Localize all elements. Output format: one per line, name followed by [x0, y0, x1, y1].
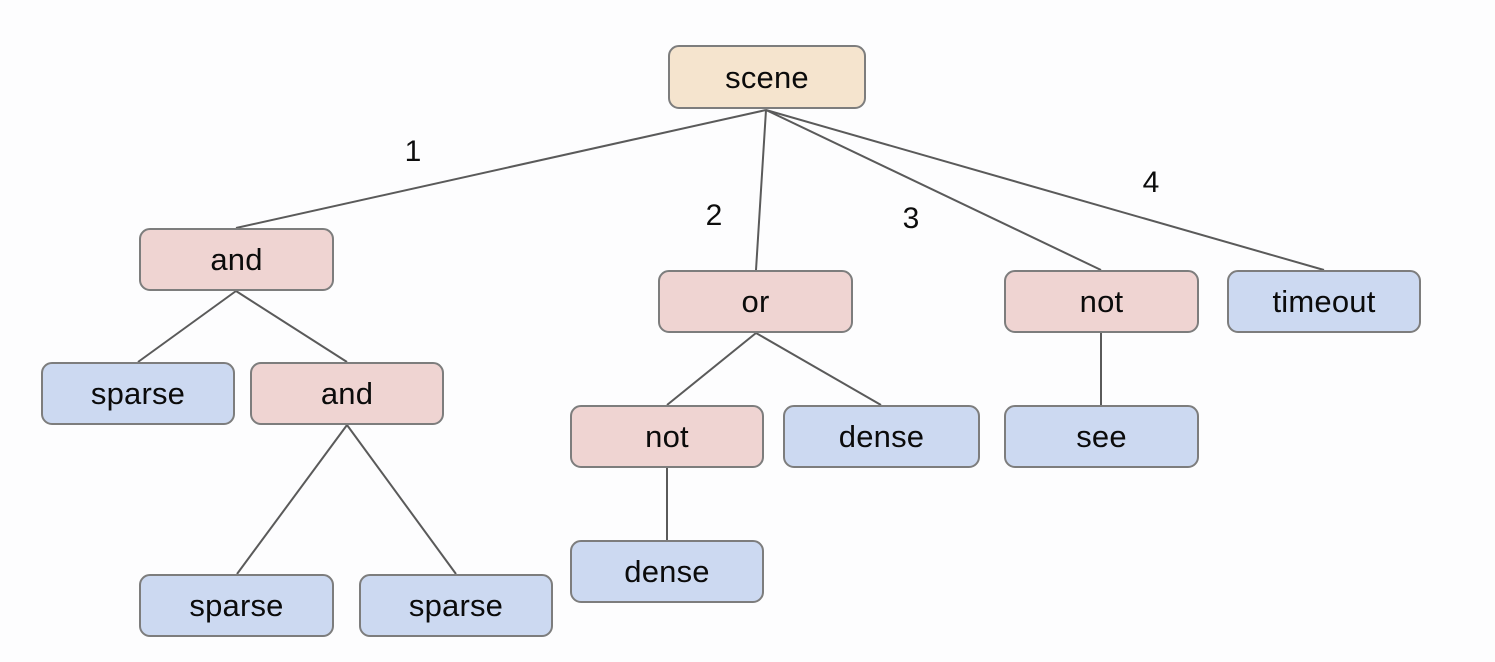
- tree-node-see[interactable]: see: [1004, 405, 1199, 468]
- tree-edge: [235, 109, 767, 229]
- tree-node-sparse2[interactable]: sparse: [139, 574, 334, 637]
- tree-node-label: not: [1079, 284, 1124, 319]
- tree-edge: [236, 424, 348, 575]
- tree-node-label: or: [741, 284, 770, 319]
- edge-label-1: 1: [404, 135, 422, 168]
- tree-node-label: scene: [725, 59, 809, 95]
- edge-label-3: 3: [902, 202, 920, 235]
- tree-node-label: sparse: [189, 588, 284, 623]
- tree-node-label: dense: [624, 554, 710, 589]
- tree-edge: [346, 424, 457, 575]
- tree-edge: [666, 332, 757, 406]
- tree-node-label: and: [210, 242, 263, 277]
- tree-node-label: sparse: [408, 588, 504, 623]
- tree-node-label: and: [320, 376, 374, 411]
- tree-node-label: see: [1076, 419, 1127, 454]
- tree-edge: [765, 109, 1102, 271]
- edge-label-4: 4: [1142, 166, 1160, 199]
- tree-node-label: not: [645, 419, 689, 454]
- tree-edge: [755, 332, 882, 406]
- tree-node-sparse3[interactable]: sparse: [359, 574, 553, 637]
- tree-node-and1[interactable]: and: [139, 228, 334, 291]
- tree-node-not_r[interactable]: not: [1004, 270, 1199, 333]
- tree-node-and2[interactable]: and: [250, 362, 444, 425]
- tree-node-label: sparse: [90, 376, 186, 411]
- tree-edge: [755, 109, 767, 271]
- edge-label-2: 2: [705, 199, 723, 232]
- tree-edge: [765, 109, 1325, 271]
- tree-node-dense1[interactable]: dense: [783, 405, 980, 468]
- tree-edge: [235, 290, 348, 363]
- tree-node-scene[interactable]: scene: [668, 45, 866, 109]
- tree-node-or1[interactable]: or: [658, 270, 853, 333]
- tree-node-dense2[interactable]: dense: [570, 540, 764, 603]
- tree-node-not_m[interactable]: not: [570, 405, 764, 468]
- tree-node-label: timeout: [1272, 284, 1376, 319]
- tree-node-sparse1[interactable]: sparse: [41, 362, 235, 425]
- tree-node-label: dense: [838, 419, 925, 454]
- tree-edge: [137, 290, 237, 363]
- tree-node-timeout[interactable]: timeout: [1227, 270, 1421, 333]
